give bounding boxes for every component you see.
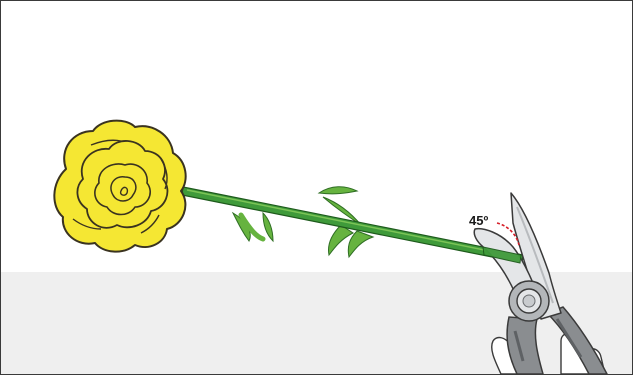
cut-angle-label: 45º (469, 213, 488, 228)
rose-flower-icon (54, 121, 185, 252)
leaf-cluster-left (233, 213, 273, 241)
